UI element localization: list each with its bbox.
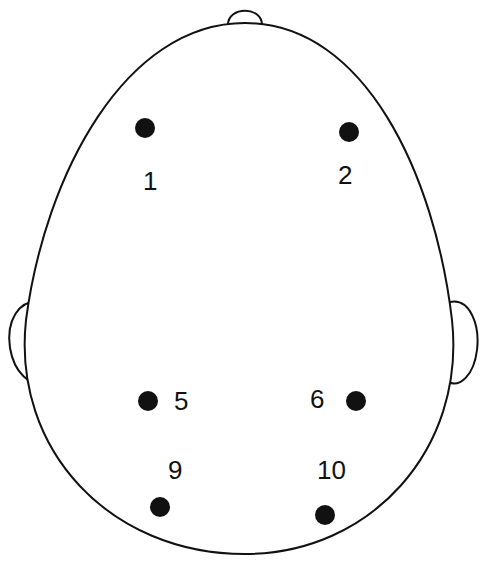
callout-number: 9 (168, 457, 182, 483)
electrode-dot (315, 505, 335, 525)
callout-number: 10 (317, 457, 346, 483)
electrode-dot (135, 118, 155, 138)
electrode-dot (138, 391, 158, 411)
electrode-dot (339, 122, 359, 142)
electrode-dot (346, 391, 366, 411)
head (25, 23, 454, 554)
callout-number: 5 (174, 388, 188, 414)
callout-number: 1 (143, 168, 157, 194)
callout-number: 2 (338, 162, 352, 188)
callout-number: 6 (310, 386, 324, 412)
electrode-dot (150, 497, 170, 517)
